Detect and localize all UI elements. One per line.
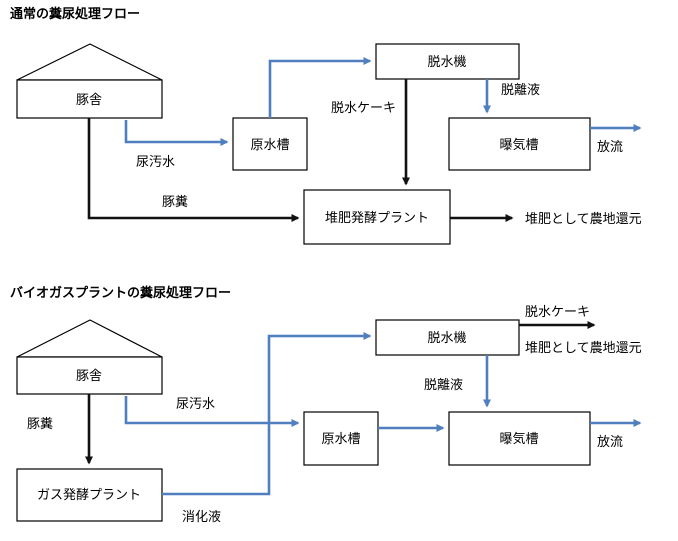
top-label-discharge: 放流 (597, 140, 623, 155)
top-dehydrator-box (375, 43, 520, 80)
bottom-dehydrator-label: 脱水機 (427, 331, 466, 346)
top-label-dewatered-cake: 脱水ケーキ (331, 101, 396, 116)
bottom-aeration-tank-label: 曝気槽 (499, 431, 538, 447)
bottom-gas-plant-label: ガス発酵プラント (37, 488, 141, 503)
bottom-arrow-gas-plant-to-dehydrator (162, 332, 372, 496)
bottom-label-manure: 豚糞 (27, 417, 53, 432)
bottom-gas-plant-box (16, 468, 163, 522)
top-raw-tank-label: 原水槽 (250, 138, 289, 153)
bottom-label-return-farmland: 堆肥として農地還元 (525, 341, 642, 356)
bottom-pigsty-roof (16, 319, 163, 358)
top-arrow-pigsty-to-compost (87, 118, 300, 222)
bottom-label-urine-wastewater: 尿汚水 (176, 397, 215, 412)
top-pigsty-label: 豚舎 (76, 93, 102, 108)
bottom-pigsty-label: 豚舎 (76, 369, 102, 384)
bottom-arrow-pigsty-to-raw-tank (124, 396, 300, 427)
bottom-raw-tank-label: 原水槽 (321, 432, 360, 447)
bottom-flow-title: バイオガスプラントの糞尿処理フロー (10, 285, 231, 301)
top-compost-plant-box (303, 189, 451, 245)
top-pigsty-roof (16, 43, 163, 81)
top-label-manure: 豚糞 (162, 195, 188, 210)
top-aeration-tank-box (448, 117, 591, 171)
top-arrow-pigsty-to-raw-tank (124, 120, 229, 146)
bottom-label-dewatered-cake: 脱水ケーキ (525, 305, 590, 320)
bottom-pigsty-box (16, 356, 163, 395)
top-dehydrator-label: 脱水機 (427, 55, 466, 70)
bottom-label-digestion-liquid: 消化液 (182, 510, 221, 525)
top-label-return-farmland: 堆肥として農地還元 (525, 212, 642, 227)
bottom-dehydrator-box (375, 319, 520, 356)
top-label-separated-liquid: 脱離液 (501, 83, 540, 98)
bottom-pigsty-node: 豚舎 (16, 319, 163, 395)
top-raw-tank-box (232, 117, 308, 171)
bottom-label-discharge: 放流 (597, 435, 623, 450)
top-compost-plant-label: 堆肥発酵プラント (325, 211, 429, 226)
top-arrow-raw-tank-to-dehydrator (268, 57, 372, 118)
bottom-raw-tank-box (303, 411, 379, 466)
top-aeration-tank-label: 曝気槽 (499, 137, 538, 153)
top-pigsty-node: 豚舎 (16, 43, 163, 119)
bottom-aeration-tank-box (448, 411, 591, 466)
top-pigsty-box (16, 79, 163, 119)
top-label-urine-wastewater: 尿汚水 (136, 155, 175, 170)
top-flow-title: 通常の糞尿処理フロー (10, 6, 140, 22)
bottom-label-separated-liquid: 脱離液 (424, 378, 463, 393)
